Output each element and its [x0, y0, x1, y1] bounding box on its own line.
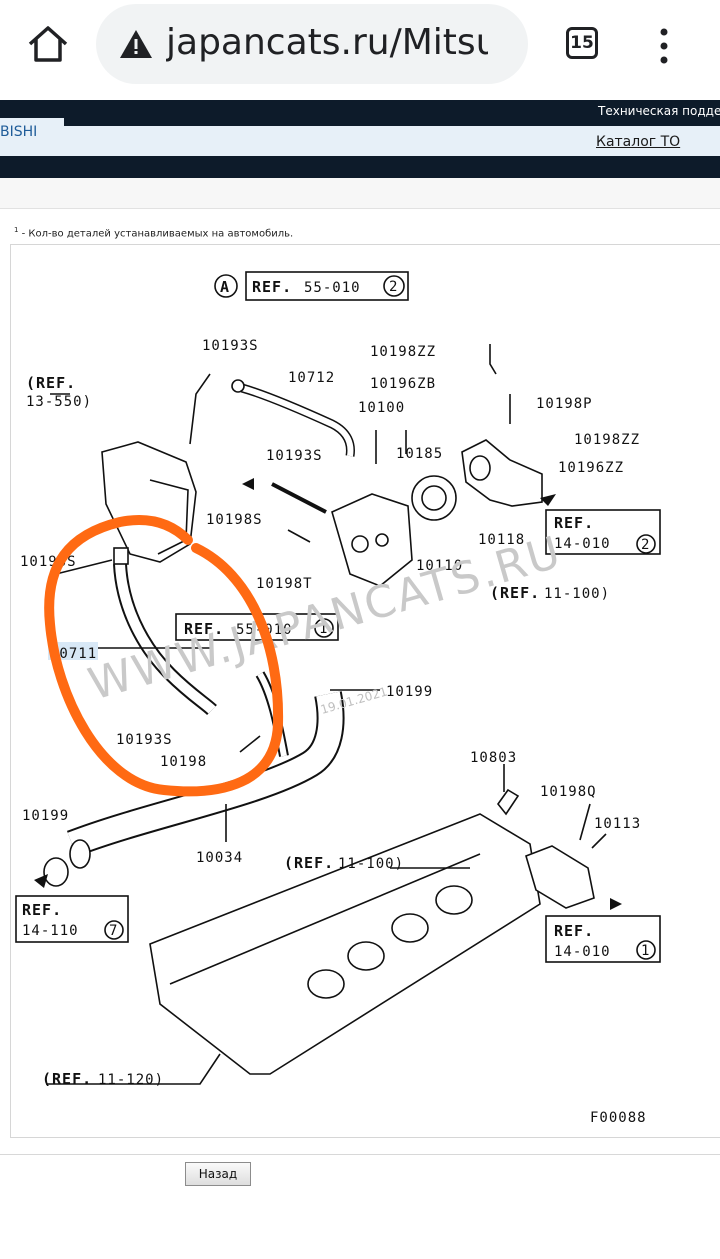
parts-diagram: A REF. 55-010 2 (REF. 13-550) 10193S 107… [15, 271, 661, 1126]
part-10113[interactable]: 10113 [594, 816, 641, 832]
part-10198s[interactable]: 10198S [206, 512, 263, 528]
footnote-sup: 1 [14, 226, 19, 234]
clamp-10193s-a [231, 379, 245, 393]
part-10198p[interactable]: 10198P [536, 396, 593, 412]
part-10034[interactable]: 10034 [196, 850, 243, 866]
brand-label: BISHI [0, 124, 38, 140]
ref-11120-num: 11-120) [98, 1072, 164, 1088]
ref-11100-num: 11-100) [544, 586, 610, 602]
figure-code: F00088 [590, 1110, 647, 1126]
ref-14010-a: REF. [554, 514, 594, 532]
footnote-text: - Кол-во деталей устанавливаемых на авто… [18, 228, 294, 240]
part-10196zz[interactable]: 10196ZZ [558, 460, 624, 476]
ref-14010b-num: 14-010 [554, 944, 611, 960]
ref-11120: (REF. [42, 1070, 92, 1088]
address-bar[interactable] [96, 4, 528, 84]
header-strip [64, 126, 720, 156]
ref-14110: REF. [22, 901, 62, 919]
outlet-10113 [525, 845, 595, 909]
ref-11100-b: (REF. [284, 854, 334, 872]
ref-top-label: REF. [252, 278, 292, 296]
browser-toolbar: japancats.ru/Mitsubishi 15 [0, 0, 720, 92]
highlight-circle [44, 515, 284, 797]
home-icon[interactable] [26, 24, 70, 64]
water-outlet-10118 [461, 439, 543, 507]
part-10711[interactable]: 10711 [50, 646, 97, 662]
cylinder-head [149, 813, 541, 1075]
ref-14010-idx: 2 [641, 537, 650, 553]
thermostat-housing [331, 493, 413, 587]
ref-13550-a: (REF. [26, 374, 76, 392]
timing-cover [101, 441, 197, 563]
ref-55010-1-idx: 1 [319, 621, 328, 637]
ref-14110-idx: 7 [109, 923, 118, 939]
ref-55010-1: REF. [184, 620, 224, 638]
part-10199-1[interactable]: 10199 [386, 684, 433, 700]
part-10198zz-2[interactable]: 10198ZZ [574, 432, 640, 448]
part-10199-2[interactable]: 10199 [22, 808, 69, 824]
overflow-menu-icon[interactable] [656, 26, 672, 66]
part-10198t[interactable]: 10198T [256, 576, 313, 592]
brand-tab[interactable]: BISHI [0, 118, 64, 156]
part-10100[interactable]: 10100 [358, 400, 405, 416]
part-10198zz[interactable]: 10198ZZ [370, 344, 436, 360]
thermostat-10110 [411, 475, 457, 521]
back-button[interactable]: Назад [185, 1162, 251, 1186]
part-10193s-1[interactable]: 10193S [202, 338, 259, 354]
part-10198[interactable]: 10198 [160, 754, 207, 770]
part-10110[interactable]: 10110 [416, 558, 463, 574]
warning-icon[interactable] [118, 28, 154, 60]
url-text[interactable]: japancats.ru/Mitsubishi [166, 22, 488, 63]
ref-a-letter: A [220, 278, 230, 296]
divider [0, 1154, 720, 1155]
ref-13550-b: 13-550) [26, 394, 92, 410]
content-band [0, 178, 720, 209]
ref-top-idx: 2 [389, 279, 398, 295]
ref-11100-b-num: 11-100) [338, 856, 404, 872]
part-10198q[interactable]: 10198Q [540, 784, 597, 800]
part-10803[interactable]: 10803 [470, 750, 517, 766]
footnote: 1 - Кол-во деталей устанавливаемых на ав… [14, 226, 293, 239]
ref-14010b: REF. [554, 922, 594, 940]
ref-top-num: 55-010 [304, 280, 361, 296]
sensor-10803 [496, 788, 520, 816]
ref-14110-num: 14-110 [22, 923, 79, 939]
part-10196zb[interactable]: 10196ZB [370, 376, 436, 392]
part-10193s-2[interactable]: 10193S [266, 448, 323, 464]
support-link[interactable]: Техническая поддержка [598, 104, 720, 118]
catalog-link[interactable]: Каталог ТО [596, 134, 681, 150]
ref-11100-a: (REF. [490, 584, 540, 602]
ref-14010b-idx: 1 [641, 943, 650, 959]
tab-switcher-button[interactable]: 15 [566, 27, 598, 59]
part-10118[interactable]: 10118 [478, 532, 525, 548]
part-10712[interactable]: 10712 [288, 370, 335, 386]
part-10193s-4[interactable]: 10193S [116, 732, 173, 748]
part-10185[interactable]: 10185 [396, 446, 443, 462]
ref-14010-num: 14-010 [554, 536, 611, 552]
